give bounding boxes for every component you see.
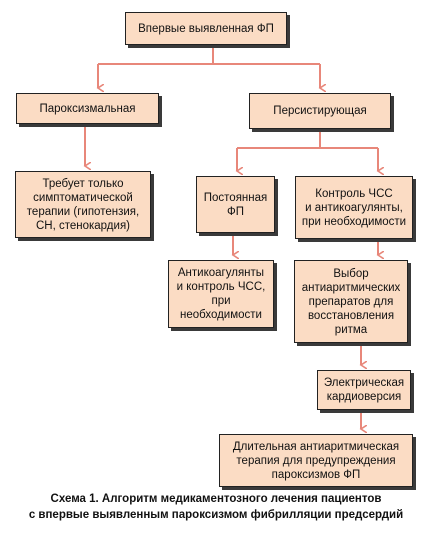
node-long-term-therapy: Длительная антиаритмическая терапия для … (219, 434, 413, 487)
node-paroxysmal: Пароксизмальная (16, 93, 159, 124)
node-antiarrhythmic-choice: Выбор антиаритмических препаратов для во… (294, 260, 408, 343)
figure-caption: Схема 1. Алгоритм медикаментозного лечен… (0, 491, 432, 523)
node-permanent-af: Постоянная ФП (196, 176, 275, 233)
caption-line-1: Схема 1. Алгоритм медикаментозного лечен… (50, 493, 382, 505)
node-first-detected-af: Впервые выявленная ФП (125, 12, 287, 45)
node-rate-control-anticoag: Контроль ЧСС и антикоагулянты, при необх… (295, 176, 413, 239)
node-persistent: Персистирующая (249, 93, 391, 129)
node-symptomatic-only: Требует только симптоматической терапии … (15, 171, 151, 238)
node-anticoag-rate-control: Антикоагулянты и контроль ЧСС, при необх… (168, 260, 274, 328)
node-electrical-cardioversion: Электрическая кардиоверсия (317, 370, 411, 410)
caption-line-2: с впервые выявленным пароксизмом фибрилл… (28, 509, 404, 521)
